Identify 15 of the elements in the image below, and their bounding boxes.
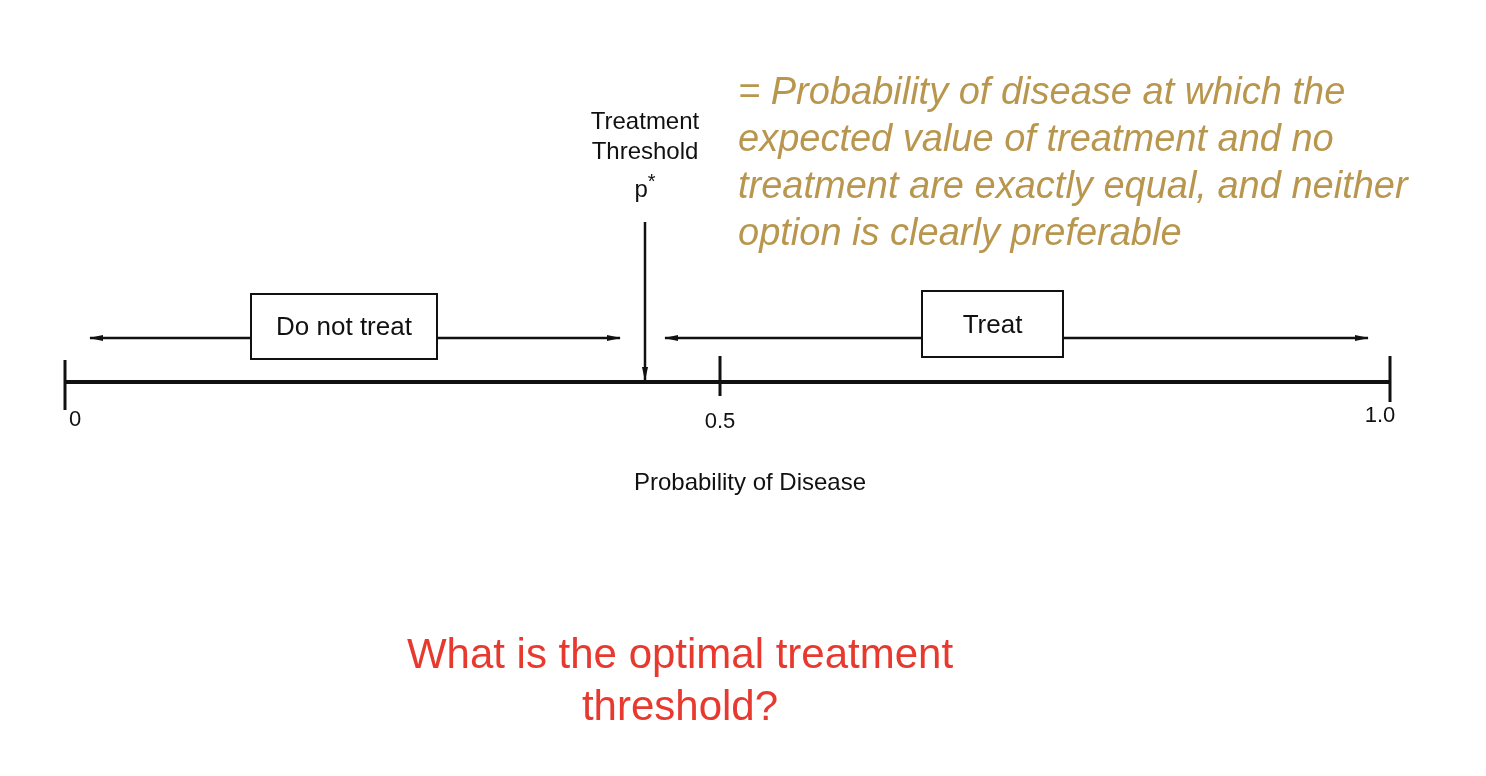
tick-label: 0 bbox=[67, 406, 83, 432]
axis-title: Probability of Disease bbox=[632, 468, 868, 496]
arrow bbox=[1064, 335, 1369, 341]
tick-label: 1.0 bbox=[1363, 402, 1397, 428]
arrow bbox=[664, 335, 921, 341]
arrow bbox=[89, 335, 250, 341]
caption: What is the optimal treatment threshold? bbox=[405, 629, 955, 731]
decision-box: Do not treat bbox=[250, 293, 438, 360]
arrow bbox=[642, 222, 648, 381]
threshold-label: Treatment Threshold bbox=[589, 106, 701, 166]
decision-box: Treat bbox=[921, 290, 1064, 358]
definition-note: = Probability of disease at which the expected value of treatment and no treatment are exactly equal, and neither option is clearly preferable bbox=[738, 69, 1410, 255]
threshold-symbol: p$^{*}$ bbox=[633, 169, 657, 204]
tick-label: 0.5 bbox=[703, 408, 737, 434]
arrow bbox=[438, 335, 621, 341]
